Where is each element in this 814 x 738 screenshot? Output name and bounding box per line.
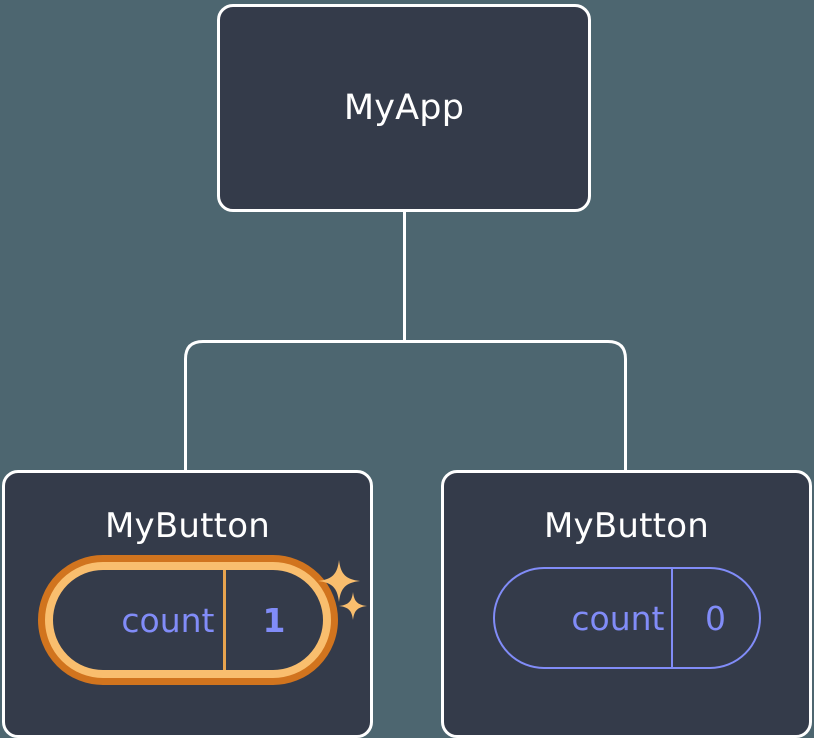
state-pill-left-inner: count 1: [44, 562, 331, 678]
state-key-right: count: [571, 598, 665, 638]
node-mybutton-right-label: MyButton: [544, 506, 709, 546]
node-mybutton-right[interactable]: MyButton count 0: [441, 470, 812, 738]
node-mybutton-left-label: MyButton: [105, 506, 270, 546]
node-myapp-label: MyApp: [343, 87, 465, 128]
node-myapp[interactable]: MyApp: [217, 4, 591, 212]
state-pill-left-wrap: count 1: [5, 555, 370, 685]
state-value-left: 1: [222, 570, 323, 670]
state-key-left: count: [121, 600, 215, 640]
state-pill-left[interactable]: count 1: [37, 555, 338, 685]
state-value-right: 0: [670, 569, 759, 667]
connector-branch-right: [404, 340, 627, 470]
state-pill-right-wrap: count 0: [444, 567, 809, 669]
state-pill-right[interactable]: count 0: [492, 567, 761, 669]
node-mybutton-left[interactable]: MyButton count 1: [2, 470, 373, 738]
connector-branch-left: [184, 340, 405, 470]
